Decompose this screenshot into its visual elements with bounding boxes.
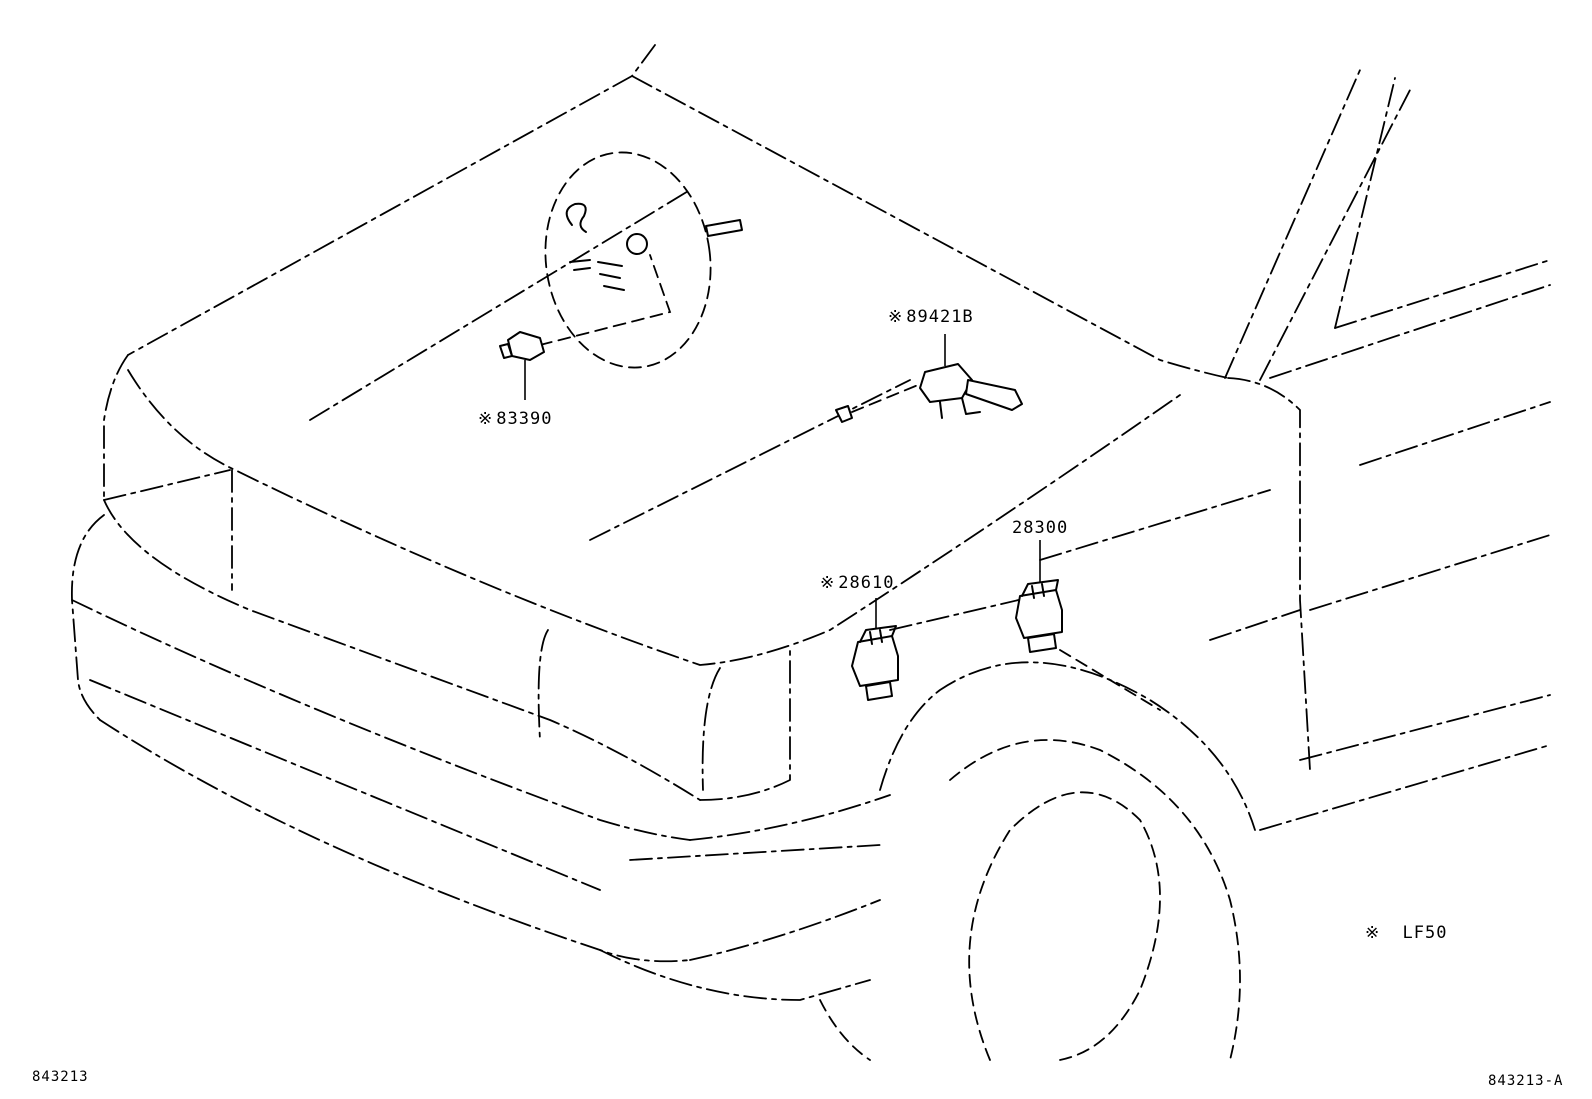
callout-28610: ※28610	[820, 575, 894, 592]
asterisk-mark-icon: ※	[478, 409, 494, 429]
front-fascia	[103, 469, 791, 801]
footer-right-code: 843213-A	[1488, 1073, 1564, 1089]
asterisk-legend-icon: ※	[1365, 923, 1381, 943]
part-number-28610: 28610	[838, 573, 895, 593]
legend-text: LF50	[1402, 923, 1448, 943]
callout-83390: ※83390	[478, 411, 552, 428]
wheel-and-tire	[819, 649, 1256, 1061]
part-number-28300: 28300	[1012, 518, 1069, 538]
side-body-lines	[889, 284, 1551, 831]
asterisk-mark-icon: ※	[820, 573, 836, 593]
front-bumper	[71, 514, 891, 1001]
asterisk-mark-icon: ※	[888, 307, 904, 327]
legend: ※ LF50	[1365, 925, 1447, 942]
part-83390-icon	[499, 331, 545, 400]
part-number-83390: 83390	[496, 409, 553, 429]
callout-28300: 28300	[1012, 520, 1068, 537]
part-28610-icon	[851, 598, 899, 701]
part-number-89421b: 89421B	[906, 307, 974, 327]
callout-89421b: ※89421B	[888, 309, 974, 326]
windshield-pillar	[1224, 69, 1551, 381]
part-28300-icon	[1015, 540, 1063, 653]
brake-booster	[539, 151, 743, 369]
footer-left-code: 843213	[32, 1069, 89, 1085]
hood-outline	[103, 44, 1311, 771]
part-89421b-icon	[835, 334, 1023, 423]
